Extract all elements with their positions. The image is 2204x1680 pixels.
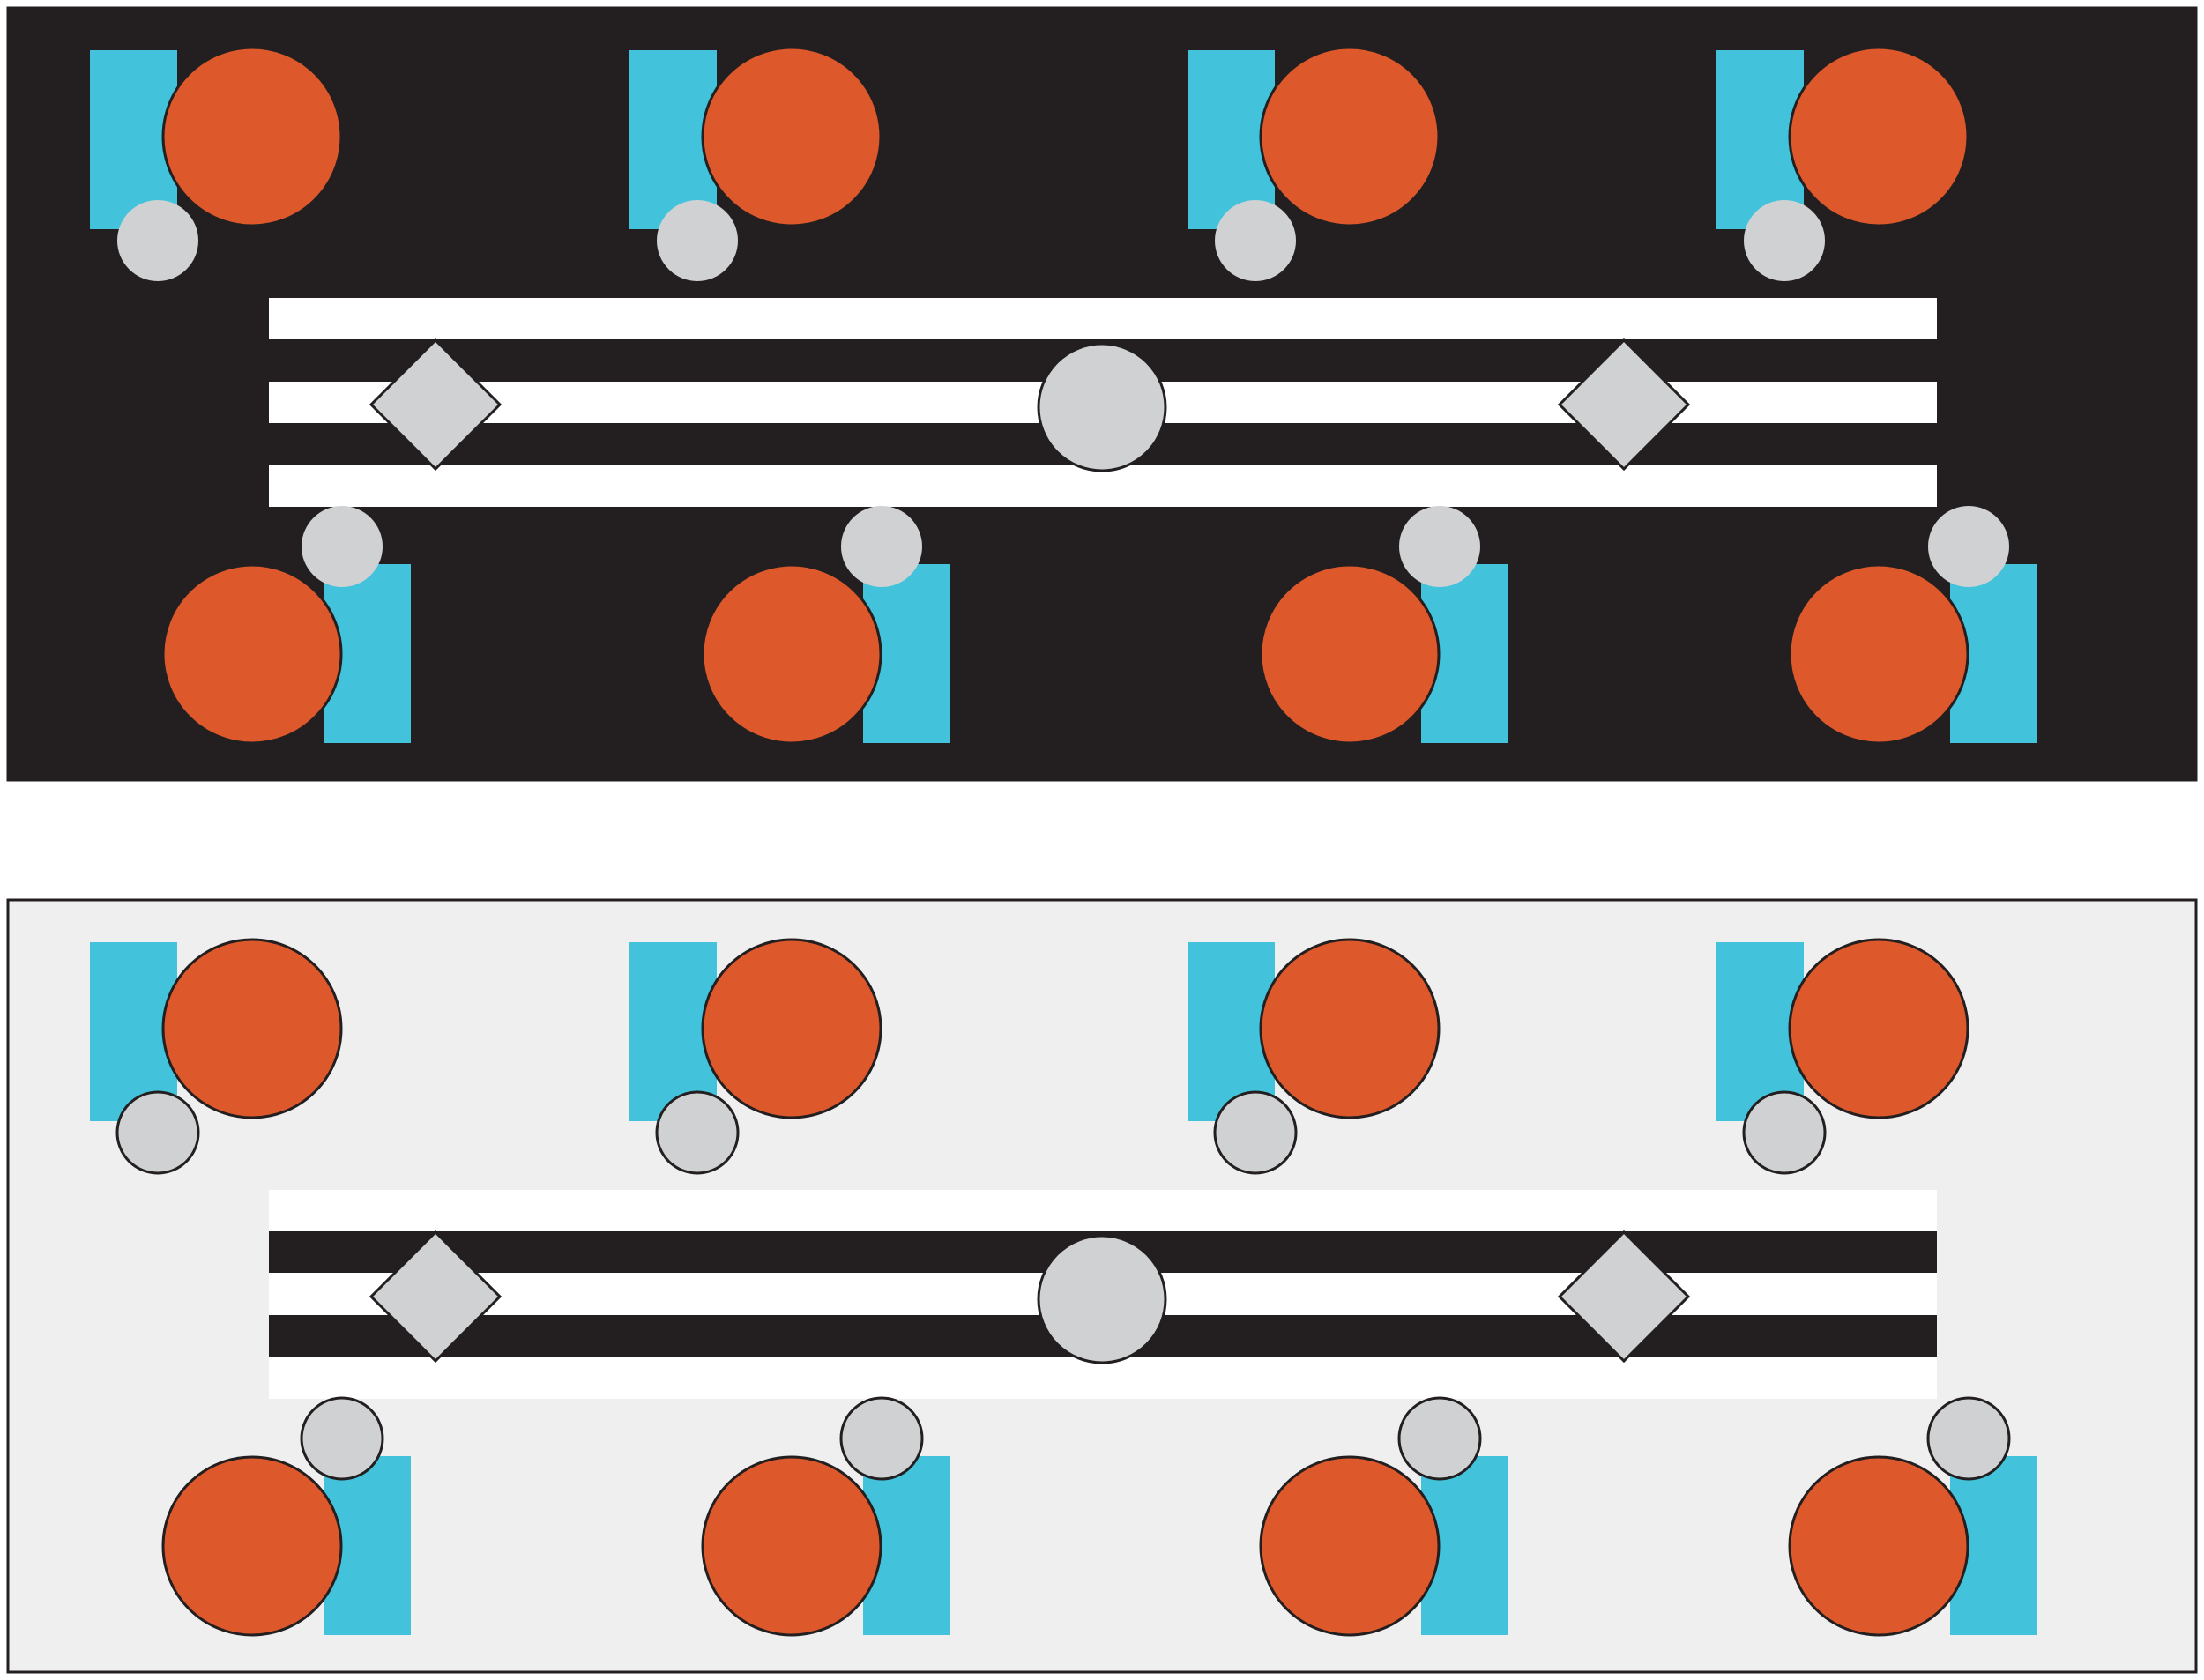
diamond-1 [369,338,503,472]
top-small-circle-4 [1742,1090,1827,1175]
top-large-circle-1 [161,46,343,227]
top-large-circle-2 [701,46,882,227]
bottom-small-circle-1 [300,1396,384,1481]
diamond-2 [1557,1230,1691,1364]
top-large-circle-4 [1788,938,1969,1119]
top-small-circle-3 [1215,200,1296,281]
top-large-circle-3 [1259,46,1441,227]
diamond-2 [1557,338,1691,472]
bottom-small-circle-4 [1928,506,2009,587]
bottom-large-circle-1 [161,563,343,745]
bottom-large-circle-1 [161,1455,343,1637]
bottom-small-circle-2 [839,1396,924,1481]
stripe-white-3 [269,465,1937,507]
bottom-large-circle-4 [1788,563,1969,745]
top-large-circle-1 [161,938,343,1119]
bottom-small-circle-2 [841,506,922,587]
top-large-circle-4 [1788,46,1969,227]
top-large-circle-2 [701,938,882,1119]
top-small-circle-2 [657,200,738,281]
diamond-1 [369,1230,503,1364]
top-small-circle-1 [117,200,198,281]
light-panel [6,898,2198,1674]
top-small-circle-2 [655,1090,740,1175]
top-large-circle-3 [1259,938,1441,1119]
center-circle [1037,1234,1167,1364]
top-small-circle-4 [1744,200,1825,281]
bottom-large-circle-4 [1788,1455,1969,1637]
top-small-circle-3 [1213,1090,1298,1175]
bottom-small-circle-1 [302,506,383,587]
top-small-circle-1 [115,1090,200,1175]
bottom-large-circle-3 [1259,1455,1441,1637]
bottom-small-circle-4 [1926,1396,2011,1481]
center-circle [1037,342,1167,472]
bottom-small-circle-3 [1399,506,1480,587]
bottom-large-circle-2 [701,563,882,745]
dark-panel [6,6,2198,782]
bottom-large-circle-2 [701,1455,882,1637]
stripe-white-1 [269,298,1937,339]
bottom-small-circle-3 [1397,1396,1482,1481]
bottom-large-circle-3 [1259,563,1441,745]
